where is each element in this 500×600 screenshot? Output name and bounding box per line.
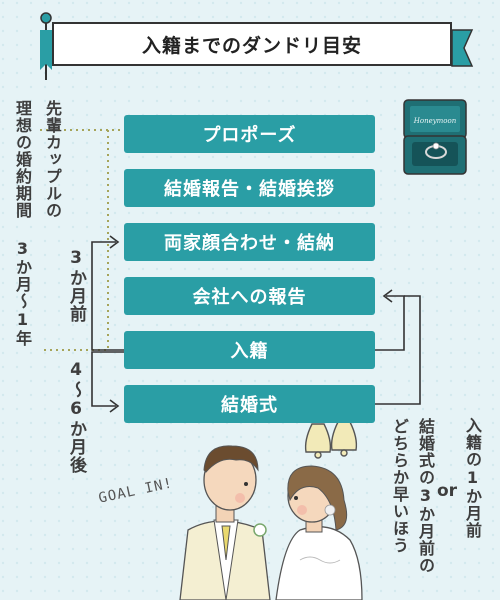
banner-flag-icon — [40, 12, 474, 80]
bride-figure — [275, 465, 363, 600]
three-months-arrow — [91, 241, 124, 351]
step-registration: 入籍 — [124, 331, 375, 369]
three-months-note: 3か月前 — [66, 248, 86, 323]
company-note-line1: 入籍の1か月前 — [463, 417, 482, 539]
groom-figure — [179, 445, 271, 600]
four-six-months-note: 4〜6か月後 — [66, 360, 86, 474]
page-title: 入籍までのダンドリ目安 — [52, 22, 452, 66]
engagement-note-line2: 理想の婚約期間 3か月〜1年 — [13, 100, 32, 347]
company-arrow-from-ceremony — [375, 295, 421, 405]
company-arrow-from-entry — [375, 295, 405, 351]
step-announcement: 結婚報告・結婚挨拶 — [124, 169, 375, 207]
ring-box-text: Honeymoon — [413, 117, 457, 125]
step-family-meeting: 両家顔合わせ・結納 — [124, 223, 375, 261]
four-six-months-arrow — [91, 351, 124, 407]
step-wedding: 結婚式 — [124, 385, 375, 423]
engagement-bracket — [40, 129, 124, 351]
title-banner: 入籍までのダンドリ目安 — [0, 0, 500, 80]
step-company-report: 会社への報告 — [124, 277, 375, 315]
engagement-note-line1: 先輩カップルの — [43, 100, 62, 219]
or-label: or — [437, 481, 458, 501]
step-proposal: プロポーズ — [124, 115, 375, 153]
ring-box-icon — [403, 99, 467, 175]
company-note-line3: どちらか早いほう — [390, 418, 409, 554]
company-note-line2: 結婚式の3か月前の — [416, 418, 435, 574]
